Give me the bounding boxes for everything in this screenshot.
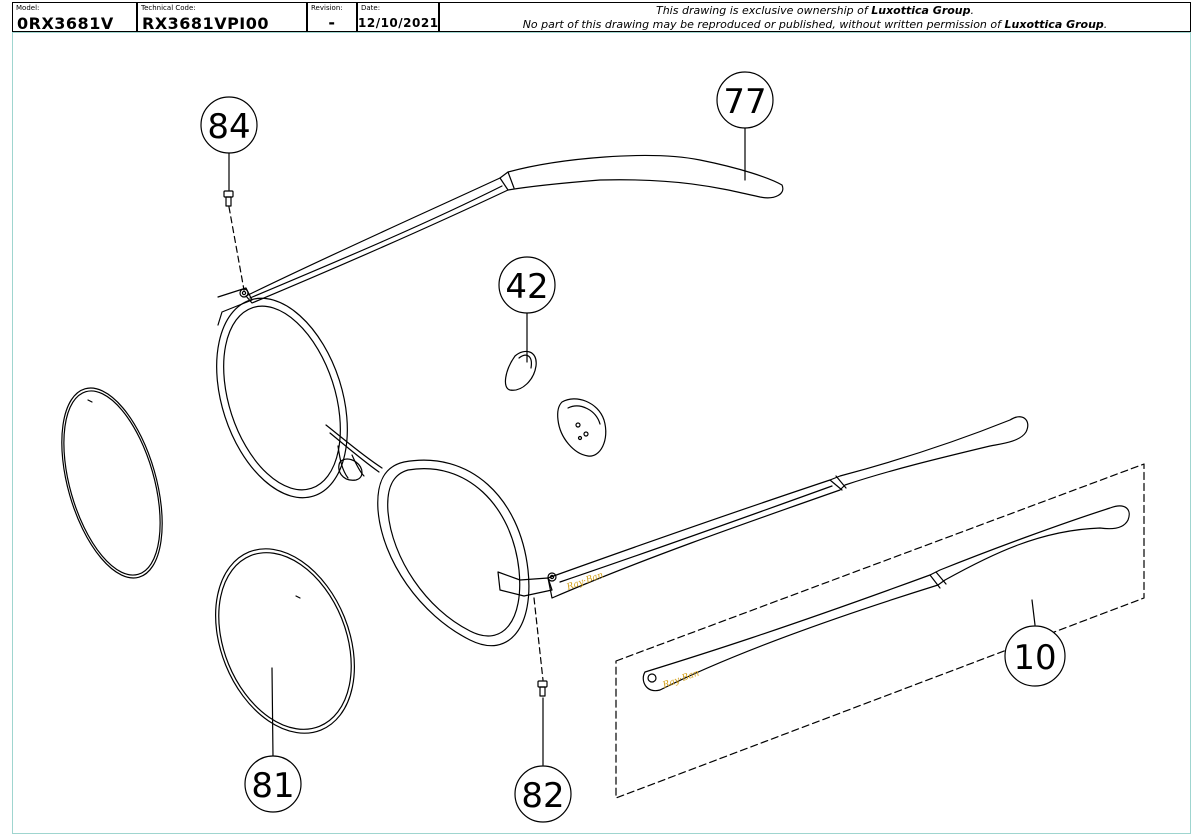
header-revision-cell: Revision: - bbox=[307, 2, 357, 32]
model-label: Model: bbox=[16, 4, 40, 12]
header-model-cell: Model: 0RX3681V bbox=[12, 2, 137, 33]
callout-82-label: 82 bbox=[521, 776, 564, 816]
drawing-frame bbox=[12, 32, 1191, 834]
technical-code-value: RX3681VPI00 bbox=[142, 14, 270, 33]
bridge-drawing bbox=[325, 424, 383, 481]
header-ownership-notice: This drawing is exclusive ownership of L… bbox=[439, 2, 1191, 32]
callout-77-label: 77 bbox=[723, 82, 766, 122]
rear-temple-drawing bbox=[245, 154, 784, 304]
callout-77-circle bbox=[716, 71, 774, 129]
svg-text:Ray·Ban: Ray·Ban bbox=[661, 668, 701, 691]
date-value: 12/10/2021 bbox=[358, 16, 439, 30]
rear-rim-drawing bbox=[216, 287, 348, 499]
callout-10-label: 10 bbox=[1013, 638, 1056, 678]
technical-code-label: Technical Code: bbox=[141, 4, 196, 12]
callout-10-circle bbox=[1004, 625, 1066, 687]
exploded-temple-drawing bbox=[615, 463, 1145, 799]
nose-pad-loose-drawing bbox=[504, 350, 537, 391]
front-rim-drawing bbox=[377, 459, 557, 647]
screw-84-drawing bbox=[223, 190, 234, 207]
callout-81-circle bbox=[244, 755, 302, 813]
callout-42-label: 42 bbox=[505, 267, 548, 307]
revision-label: Revision: bbox=[311, 4, 343, 12]
callout-81-label: 81 bbox=[251, 766, 294, 806]
ownership-notice-line-2: No part of this drawing may be reproduce… bbox=[522, 18, 1108, 31]
lens-front-drawing bbox=[215, 548, 355, 734]
callout-84-label: 84 bbox=[207, 107, 250, 147]
ownership-notice-line-1: This drawing is exclusive ownership of L… bbox=[655, 4, 975, 17]
leader-10 bbox=[1031, 599, 1036, 626]
callout-82-circle bbox=[514, 765, 572, 823]
nose-pad-small-drawing bbox=[557, 398, 607, 457]
leader-81 bbox=[271, 667, 274, 758]
callout-84-circle bbox=[200, 96, 258, 154]
ray-ban-logo-marks: Ray·Ban Ray·Ban bbox=[565, 570, 701, 691]
header-date-cell: Date: 12/10/2021 bbox=[357, 2, 439, 32]
revision-value: - bbox=[328, 13, 336, 32]
front-temple-drawing bbox=[547, 416, 1029, 599]
screw-82-drawing bbox=[537, 680, 548, 697]
lens-rear-drawing bbox=[61, 387, 163, 579]
assembly-line-82 bbox=[533, 597, 544, 681]
lens-front-mark bbox=[295, 595, 301, 599]
assembly-line-84 bbox=[228, 206, 245, 291]
model-value: 0RX3681V bbox=[17, 14, 114, 33]
date-label: Date: bbox=[361, 4, 381, 12]
header-technical-code-cell: Technical Code: RX3681VPI00 bbox=[137, 2, 307, 33]
callout-42-circle bbox=[498, 256, 556, 314]
lens-rear-mark bbox=[87, 399, 93, 403]
